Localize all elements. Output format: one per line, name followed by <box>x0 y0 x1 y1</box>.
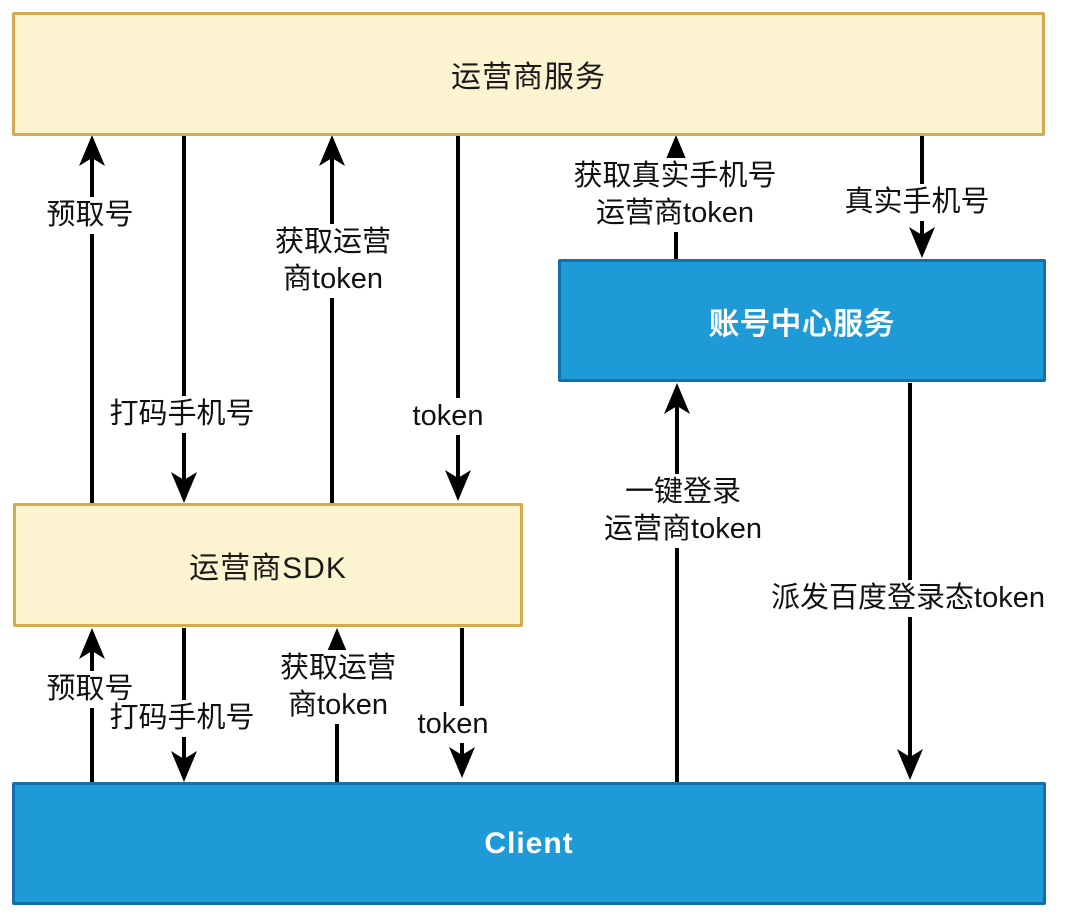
edge-label-prefetch-top: 预取号 <box>43 197 137 234</box>
edge-label-masked-phone-top: 打码手机号 <box>106 396 258 433</box>
edge-label-real-phone: 真实手机号 <box>841 184 993 221</box>
arrowhead-down-icon <box>445 470 471 501</box>
node-client: Client <box>12 782 1046 905</box>
arrow-dispatch-baidu-token <box>897 383 923 780</box>
arrow-masked-phone-bottom <box>171 628 197 782</box>
arrow-get-carrier-token-top <box>319 135 345 503</box>
edge-label-line: 一键登录 <box>624 476 742 508</box>
arrowhead-up-icon <box>664 383 690 414</box>
arrow-masked-phone-top <box>171 136 197 503</box>
edge-label-line: 商token <box>283 263 383 295</box>
arrowhead-up-icon <box>79 135 105 166</box>
node-carrier-service-label: 运营商服务 <box>451 61 606 94</box>
node-account-center-service: 账号中心服务 <box>558 259 1046 382</box>
arrowhead-down-icon <box>449 747 475 778</box>
edge-label-line: 获取运营 <box>279 652 397 684</box>
arrowhead-down-icon <box>897 749 923 780</box>
arrowhead-up-icon <box>79 628 105 659</box>
edge-label-line: 获取运营 <box>274 226 392 258</box>
node-account-center-service-label: 账号中心服务 <box>709 307 895 341</box>
arrow-prefetch-bottom <box>79 628 105 782</box>
edge-label-line: 商token <box>288 689 388 721</box>
node-carrier-sdk-label: 运营商SDK <box>189 552 347 585</box>
edge-label-get-real-phone: 获取真实手机号 运营商token <box>570 158 780 232</box>
arrowhead-down-icon <box>171 472 197 503</box>
arrowhead-up-icon <box>319 135 345 166</box>
node-carrier-service: 运营商服务 <box>12 12 1045 136</box>
edge-label-masked-phone-bottom: 打码手机号 <box>106 700 258 737</box>
edge-label-get-carrier-token-bottom: 获取运营 商token <box>276 650 400 724</box>
arrowhead-down-icon <box>909 227 935 258</box>
arrow-token-top <box>445 136 471 501</box>
edge-label-one-key-login: 一键登录 运营商token <box>601 474 765 548</box>
node-carrier-sdk: 运营商SDK <box>13 503 523 627</box>
node-client-label: Client <box>484 826 574 860</box>
arrow-prefetch-top <box>79 135 105 503</box>
edge-label-token-bottom: token <box>414 706 492 743</box>
edge-label-line: 运营商token <box>596 197 754 229</box>
arrowhead-down-icon <box>171 751 197 782</box>
edge-label-get-carrier-token-top: 获取运营 商token <box>271 224 395 298</box>
edge-label-dispatch-baidu-token: 派发百度登录态token <box>768 580 1048 617</box>
arrow-token-bottom <box>449 628 475 778</box>
arrow-one-key-login <box>664 383 690 782</box>
edge-label-line: 获取真实手机号 <box>573 160 777 192</box>
edge-label-token-top: token <box>409 398 487 435</box>
edge-label-line: 运营商token <box>604 513 762 545</box>
